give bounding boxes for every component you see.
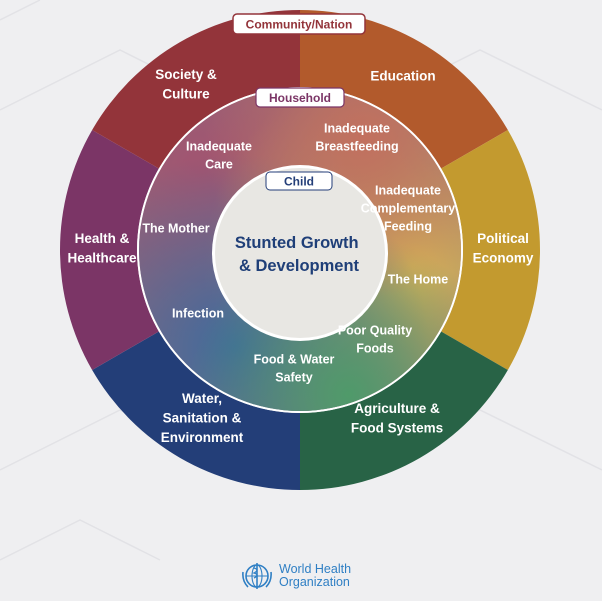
label-agriculture-food-systems-line-1: Agriculture & (354, 401, 440, 416)
child-tag-text: Child (284, 175, 314, 189)
label-health-healthcare-line-1: Health & (75, 231, 130, 246)
who-name-line-2: Organization (279, 575, 350, 589)
label-political-economy-line-2: Economy (473, 250, 534, 265)
who-emblem-icon (242, 563, 272, 589)
segment-society-culture (92, 10, 300, 169)
community-nation-tag: Community/Nation (232, 13, 366, 35)
label-society-culture-line-1: Society & (155, 67, 217, 82)
who-name: World Health Organization (279, 563, 351, 589)
label-agriculture-food-systems: Agriculture & Food Systems (351, 401, 443, 436)
household-label-inadequate-breastfeeding-line-2: Breastfeeding (315, 140, 398, 154)
household-label-the-mother-line-1: The Mother (142, 222, 209, 236)
household-label-inadequate-complementary-feeding-line-1: Inadequate (375, 184, 441, 198)
label-agriculture-food-systems-line-2: Food Systems (351, 420, 443, 435)
segment-education (300, 10, 508, 169)
household-tag: Household (255, 87, 345, 108)
label-society-culture: Society & Culture (155, 67, 217, 102)
household-label-poor-quality-foods-line-2: Foods (356, 342, 394, 356)
community-nation-tag-text: Community/Nation (246, 18, 353, 32)
household-label-infection: Infection (172, 307, 224, 321)
center-line-1: Stunted Growth (235, 234, 359, 252)
center-line-2: & Development (239, 257, 360, 275)
household-label-inadequate-complementary-feeding-line-3: Feeding (384, 220, 432, 234)
label-health-healthcare-line-2: Healthcare (67, 250, 137, 265)
segment-political-economy (441, 130, 540, 370)
label-water-sanitation-environment-line-3: Environment (161, 430, 244, 445)
household-label-food-water-safety-line-1: Food & Water (254, 353, 335, 367)
household-label-inadequate-care-line-2: Care (205, 158, 233, 172)
label-water-sanitation-environment: Water, Sanitation & Environment (161, 391, 244, 445)
household-label-inadequate-complementary-feeding-line-2: Complementary (361, 202, 456, 216)
who-name-line-1: World Health (279, 562, 352, 576)
household-label-infection-line-1: Infection (172, 307, 224, 321)
segment-health-healthcare (59, 130, 159, 370)
household-label-the-home: The Home (388, 273, 448, 287)
label-water-sanitation-environment-line-2: Sanitation & (163, 411, 242, 426)
label-water-sanitation-environment-line-1: Water, (182, 391, 222, 406)
household-label-food-water-safety-line-2: Safety (275, 371, 313, 385)
household-label-the-home-line-1: The Home (388, 273, 448, 287)
child-tag: Child (265, 171, 333, 191)
who-footer: World Health Organization (240, 559, 351, 593)
segment-agriculture-food-systems (300, 331, 508, 490)
household-label-poor-quality-foods-line-1: Poor Quality (338, 324, 412, 338)
segment-water-sanitation-environment (92, 331, 300, 490)
household-label-inadequate-breastfeeding-line-1: Inadequate (324, 122, 390, 136)
household-label-the-mother: The Mother (142, 222, 209, 236)
label-political-economy-line-1: Political (477, 231, 529, 246)
center-label: Stunted Growth & Development (235, 234, 363, 275)
label-health-healthcare: Health & Healthcare (67, 231, 137, 266)
household-tag-text: Household (269, 91, 331, 105)
label-society-culture-line-2: Culture (162, 86, 210, 101)
community-nation-ring (59, 10, 540, 490)
label-education: Education (370, 69, 435, 84)
label-education-line-1: Education (370, 69, 435, 84)
household-label-inadequate-care-line-1: Inadequate (186, 140, 252, 154)
child-center-circle (215, 168, 385, 338)
